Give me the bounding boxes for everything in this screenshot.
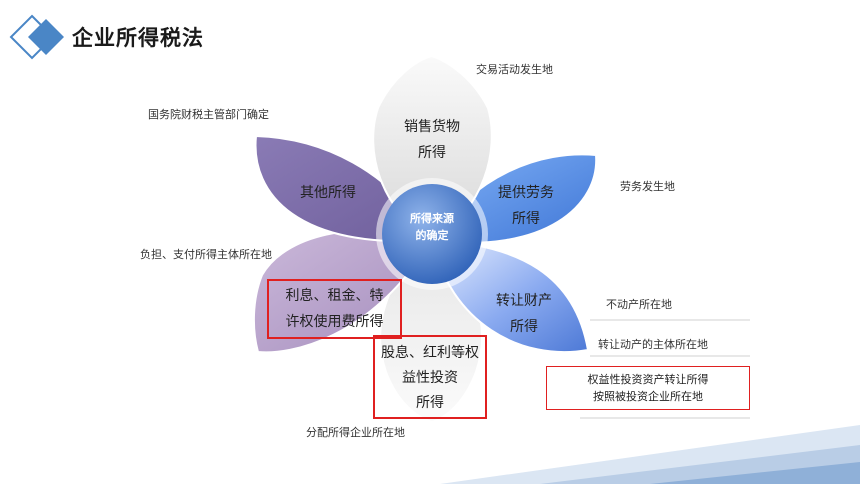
petal-label-services: 提供劳务 所得 xyxy=(474,180,578,232)
center-circle-core xyxy=(382,184,482,284)
note-dividend-location: 分配所得企业所在地 xyxy=(306,426,405,439)
note-services-location: 劳务发生地 xyxy=(620,180,675,193)
petal-label-dividend-line1: 股息、红利等权 xyxy=(381,345,479,361)
page-title: 企业所得税法 xyxy=(72,26,204,50)
petal-label-other-line1: 其他所得 xyxy=(300,185,356,201)
petal-label-other: 其他所得 xyxy=(268,180,388,206)
note-other-authority: 国务院财税主管部门确定 xyxy=(148,108,269,121)
petal-label-sales: 销售货物 所得 xyxy=(380,114,484,166)
petal-label-interest-line2: 许权使用费所得 xyxy=(285,314,384,330)
petal-label-sales-line1: 销售货物 xyxy=(404,119,460,135)
note-movable-location: 转让动产的主体所在地 xyxy=(598,338,708,351)
highlight-box-dividend xyxy=(373,335,487,419)
note-real-estate-location: 不动产所在地 xyxy=(606,298,672,311)
note-equity-line1: 权益性投资资产转让所得 xyxy=(587,373,709,386)
petal-label-property-line1: 转让财产 xyxy=(496,293,552,309)
petal-label-property: 转让财产 所得 xyxy=(476,288,572,340)
note-equity-transfer: 权益性投资资产转让所得 按照被投资企业所在地 xyxy=(546,366,750,410)
petal-label-services-line2: 所得 xyxy=(512,211,540,227)
center-label: 所得来源 的确定 xyxy=(380,210,484,244)
petal-label-dividend-line3: 所得 xyxy=(416,395,444,411)
petal-label-dividend-line2: 益性投资 xyxy=(402,370,458,386)
note-equity-line2: 按照被投资企业所在地 xyxy=(593,390,703,403)
center-label-line2: 的确定 xyxy=(415,229,449,242)
petal-label-services-line1: 提供劳务 xyxy=(498,185,554,201)
petal-label-interest-line1: 利息、租金、特 xyxy=(285,288,384,304)
petal-label-interest: 利息、租金、特 许权使用费所得 xyxy=(268,283,401,335)
note-interest-location: 负担、支付所得主体所在地 xyxy=(140,248,272,261)
note-sales-location: 交易活动发生地 xyxy=(476,63,553,76)
petal-label-dividend: 股息、红利等权 益性投资 所得 xyxy=(374,341,486,416)
petal-label-property-line2: 所得 xyxy=(510,319,538,335)
center-label-line1: 所得来源 xyxy=(410,212,454,225)
diamond-logo-icon xyxy=(9,14,64,60)
petal-label-sales-line2: 所得 xyxy=(418,145,446,161)
highlight-box-interest xyxy=(267,279,402,339)
